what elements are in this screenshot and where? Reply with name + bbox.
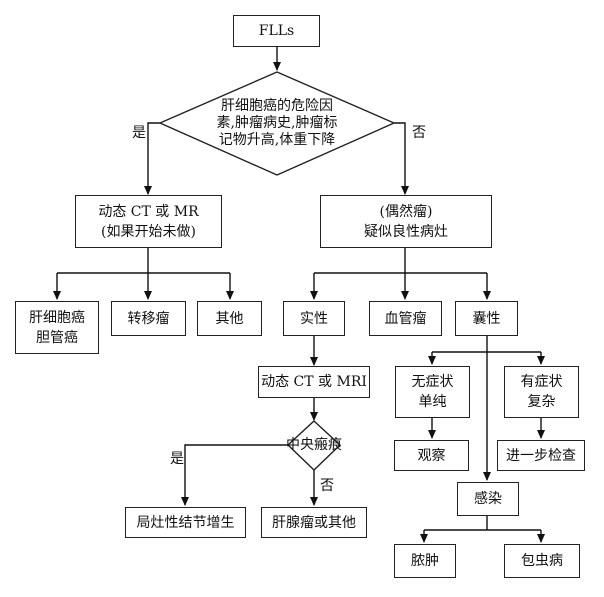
metastasis-node: 转移瘤 [111, 301, 186, 336]
incidental-line-1: (偶然瘤) [379, 203, 433, 220]
edge-label-yes-risk: 是 [132, 125, 146, 141]
dynamic-ct-mri-label: 动态 CT 或 MRI [261, 374, 367, 390]
incidental-line-2: 疑似良性病灶 [364, 223, 448, 240]
abscess-node: 脓肿 [394, 544, 456, 578]
risk-line-2: 素,肿瘤病史,肿瘤标 [216, 114, 338, 131]
metastasis-label: 转移瘤 [127, 310, 170, 327]
other-label: 其他 [215, 310, 244, 327]
risk-line-3: 记物升高,体重下降 [218, 131, 336, 148]
flls-label: FLLs [258, 23, 295, 39]
adenoma-node: 肝腺瘤或其他 [261, 507, 367, 538]
dynamic-ct-mri-node: 动态 CT 或 MRI [258, 366, 370, 398]
risk-factor-diamond [158, 71, 396, 176]
observe-label: 观察 [417, 447, 446, 464]
cystic-node: 囊性 [455, 301, 518, 336]
solid-node: 实性 [283, 301, 345, 336]
hydatid-node: 包虫病 [504, 544, 580, 578]
further-exam-label: 进一步检查 [506, 447, 576, 464]
central-scar-label: 中央瘢痕 [286, 436, 342, 453]
symptomatic-line-1: 有症状 [520, 374, 563, 390]
cystic-label: 囊性 [472, 310, 501, 327]
adenoma-label: 肝腺瘤或其他 [272, 514, 356, 531]
asymptomatic-line-2: 单纯 [418, 394, 447, 410]
edge-label-yes-scar: 是 [170, 451, 184, 467]
asymptomatic-node: 无症状 单纯 [395, 366, 470, 418]
central-scar-text: 中央瘢痕 [282, 436, 346, 454]
arrow-risk-yes [144, 122, 160, 195]
dynamic-ct-mr-line-2: (如果开始未做) [101, 223, 196, 240]
infection-node: 感染 [457, 482, 519, 516]
symptomatic-line-2: 复杂 [527, 394, 556, 410]
central-scar-diamond [286, 420, 342, 471]
asymptomatic-line-1: 无症状 [411, 374, 454, 390]
dynamic-ct-mr-node: 动态 CT 或 MR (如果开始未做) [75, 195, 222, 248]
fnh-label: 局灶性结节增生 [136, 514, 235, 531]
hcc-line-2: 胆管癌 [36, 329, 78, 346]
incidental-node: (偶然瘤) 疑似良性病灶 [320, 195, 492, 248]
risk-line-1: 肝细胞癌的危险因 [221, 97, 333, 114]
arrow-scar-yes [181, 444, 288, 506]
hemangioma-label: 血管瘤 [384, 310, 427, 327]
further-exam-node: 进一步检查 [497, 440, 585, 471]
edge-label-no-risk: 否 [412, 125, 426, 141]
edge-label-no-scar: 否 [320, 478, 334, 494]
hydatid-label: 包虫病 [521, 553, 563, 569]
dynamic-ct-mr-line-1: 动态 CT 或 MR [98, 203, 199, 220]
hcc-line-1: 肝细胞癌 [29, 309, 85, 326]
flls-node: FLLs [233, 15, 320, 47]
infection-label: 感染 [474, 491, 502, 507]
observe-node: 观察 [394, 440, 469, 471]
symptomatic-node: 有症状 复杂 [504, 366, 579, 418]
abscess-label: 脓肿 [411, 553, 439, 569]
arrow-risk-no [394, 122, 409, 195]
risk-factor-text: 肝细胞癌的危险因 素,肿瘤病史,肿瘤标 记物升高,体重下降 [198, 96, 356, 150]
solid-label: 实性 [300, 310, 328, 327]
hcc-node: 肝细胞癌 胆管癌 [15, 301, 99, 354]
fnh-node: 局灶性结节增生 [125, 507, 246, 538]
hemangioma-node: 血管瘤 [369, 301, 442, 336]
other-node: 其他 [197, 301, 262, 336]
